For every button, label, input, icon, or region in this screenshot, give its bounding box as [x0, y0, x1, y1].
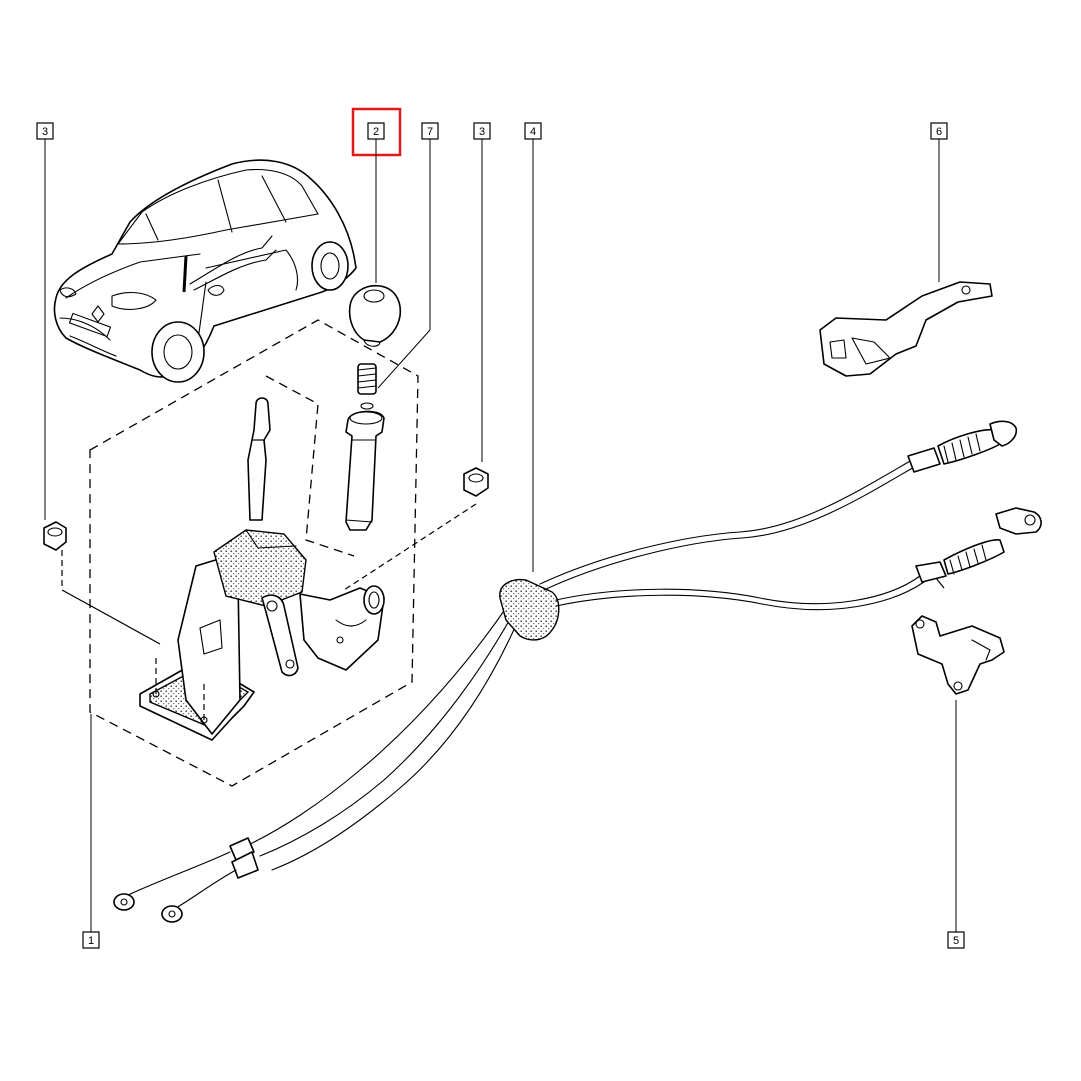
assembly-outline — [89, 319, 419, 787]
callout-1[interactable]: 1 — [82, 931, 100, 949]
callout-2[interactable]: 2 — [367, 122, 385, 140]
svg-text:7: 7 — [427, 126, 433, 138]
callout-3-left[interactable]: 3 — [36, 122, 54, 140]
callout-4[interactable]: 4 — [524, 122, 542, 140]
svg-text:3: 3 — [42, 126, 48, 138]
nut-left[interactable] — [43, 521, 67, 590]
lever-sleeve[interactable] — [345, 410, 385, 531]
gear-lever-assembly[interactable] — [139, 397, 385, 741]
callout-6[interactable]: 6 — [930, 122, 948, 140]
svg-text:6: 6 — [936, 126, 942, 138]
cable-grommet[interactable] — [499, 578, 560, 641]
svg-text:1: 1 — [88, 935, 94, 947]
leader-lines — [44, 139, 957, 932]
callout-7[interactable]: 7 — [421, 122, 439, 140]
sub-assembly-outline — [265, 375, 355, 557]
callout-3-right[interactable]: 3 — [473, 122, 491, 140]
cable-bracket-upper[interactable] — [819, 281, 993, 377]
callout-5[interactable]: 5 — [947, 931, 965, 949]
car-illustration — [53, 159, 357, 383]
svg-text:2: 2 — [373, 126, 379, 138]
gear-knob[interactable] — [348, 284, 402, 347]
svg-text:5: 5 — [953, 935, 959, 947]
svg-text:3: 3 — [479, 126, 485, 138]
gear-cables[interactable] — [113, 420, 1042, 923]
svg-text:4: 4 — [530, 126, 536, 138]
nut-right[interactable] — [343, 467, 489, 591]
cable-bracket-lower[interactable] — [911, 615, 1005, 695]
spring[interactable] — [357, 363, 377, 410]
